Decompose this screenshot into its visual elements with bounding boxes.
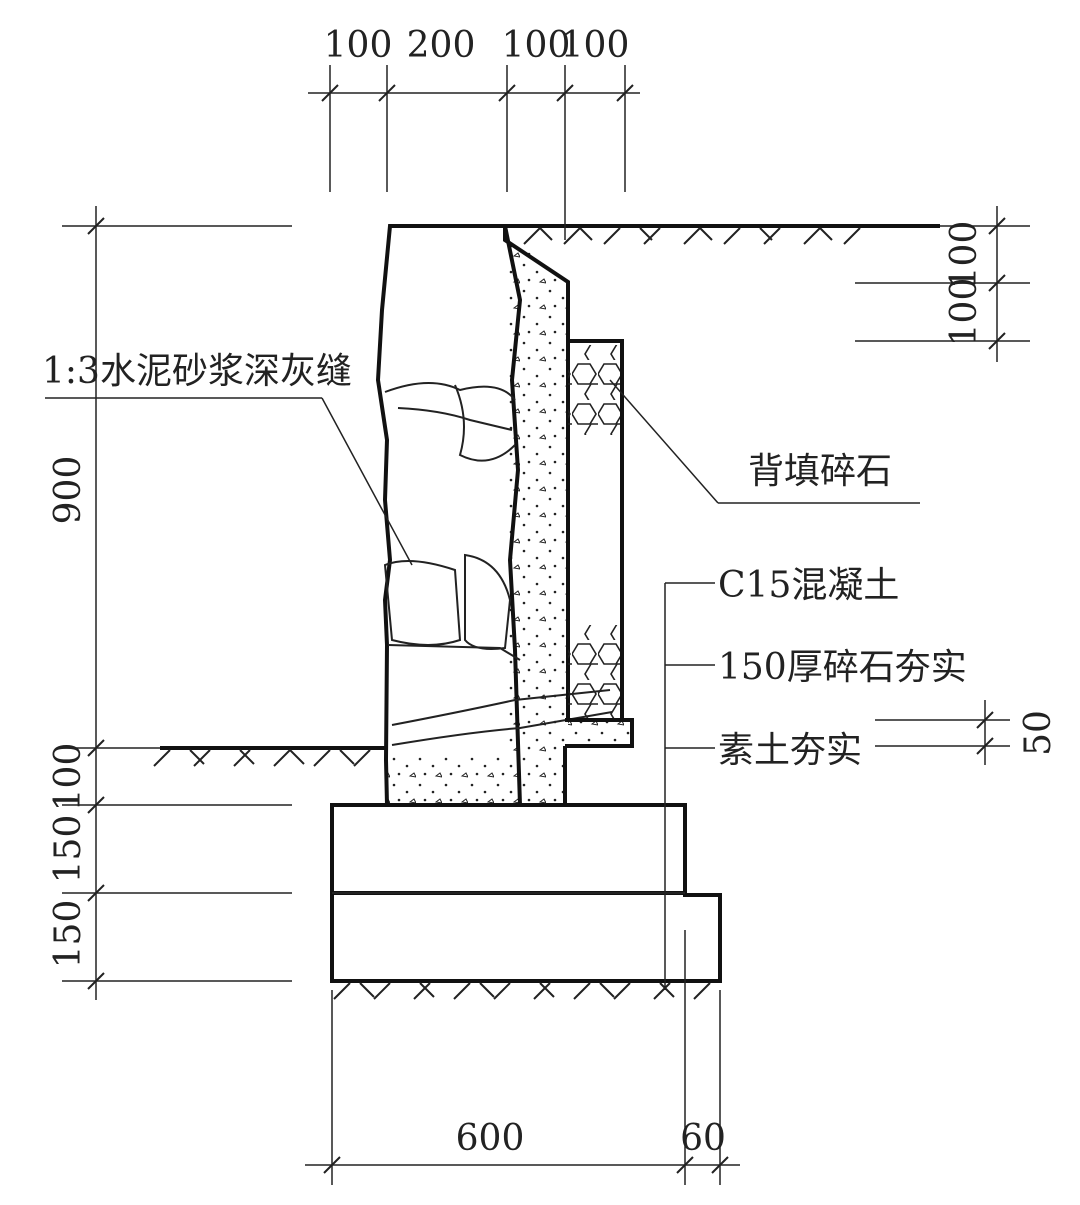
left-dimension-line — [62, 206, 292, 1000]
layer-leaders — [664, 582, 715, 990]
dim-right-1: 100 — [944, 221, 985, 290]
bottom-dimension-line — [305, 930, 740, 1185]
concrete-backing — [385, 230, 632, 805]
dim-left-100: 100 — [48, 743, 89, 812]
backfill-gravel — [565, 339, 634, 748]
gap-dimension-line — [875, 700, 1010, 765]
dim-bottom-width: 600 — [456, 1118, 525, 1159]
dim-left-150a: 150 — [48, 815, 89, 884]
stone-wall — [375, 224, 613, 807]
label-backfill: 背填碎石 — [748, 451, 892, 492]
dim-top-2: 200 — [407, 25, 476, 66]
mortar-leader — [45, 397, 413, 566]
gravel-layer — [330, 891, 722, 983]
label-concrete: C15混凝土 — [718, 565, 899, 606]
dim-right-2: 100 — [944, 278, 985, 347]
dim-left-150b: 150 — [48, 900, 89, 969]
ground-front — [153, 746, 387, 767]
dim-bottom-toe: 60 — [680, 1118, 726, 1159]
right-dimension-line — [855, 206, 1030, 362]
ground-top — [390, 224, 940, 245]
dim-top-4: 100 — [561, 25, 630, 66]
top-dimension-line — [308, 65, 640, 240]
label-mortar-joint: 1:3水泥砂浆深灰缝 — [42, 351, 352, 392]
label-gravel: 150厚碎石夯实 — [718, 647, 967, 688]
label-soil: 素土夯实 — [718, 730, 862, 771]
dim-top-3: 100 — [502, 25, 571, 66]
dim-top-1: 100 — [324, 25, 393, 66]
ground-base — [332, 979, 720, 1000]
dim-gap: 50 — [1018, 710, 1059, 756]
backfill-leader — [609, 379, 920, 504]
concrete-footing — [330, 803, 687, 895]
dim-left-height: 900 — [48, 456, 89, 525]
